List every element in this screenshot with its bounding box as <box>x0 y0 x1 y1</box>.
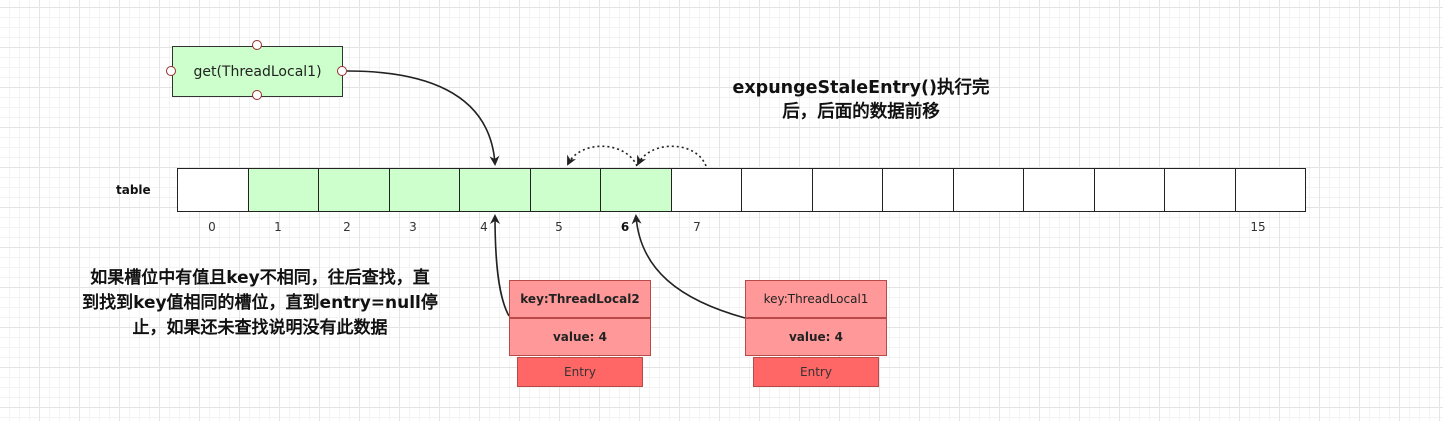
entry1-name-cell[interactable]: Entry <box>517 357 643 387</box>
get-threadlocal-node[interactable]: get(ThreadLocal1) <box>172 46 343 97</box>
lookup-note-line2: 到找到key值相同的槽位，直到entry=null停 <box>82 293 438 313</box>
handle-right[interactable] <box>337 66 347 76</box>
lookup-note-line1: 如果槽位中有值且key不相同，往后查找，直 <box>90 268 430 288</box>
handle-top[interactable] <box>252 40 262 50</box>
expunge-heading-line1: expungeStaleEntry()执行完 <box>732 78 990 98</box>
index-label-2: 2 <box>343 220 351 234</box>
index-label-1: 1 <box>274 220 282 234</box>
table-slot-11[interactable] <box>952 168 1024 212</box>
table-slot-6[interactable] <box>600 168 672 212</box>
table-slot-4[interactable] <box>459 168 531 212</box>
table-slot-0[interactable] <box>177 168 249 212</box>
index-label-4: 4 <box>480 220 488 234</box>
handle-bottom[interactable] <box>252 90 262 100</box>
arrow-entry2-to-slot-6 <box>631 214 746 319</box>
table-slot-10[interactable] <box>882 168 954 212</box>
shift-arrow-7-to-6 <box>637 145 707 167</box>
table-slot-15[interactable] <box>1234 168 1306 212</box>
handle-left[interactable] <box>166 66 176 76</box>
expunge-heading-line2: 后，后面的数据前移 <box>782 102 940 122</box>
lookup-note: 如果槽位中有值且key不相同，往后查找，直 到找到key值相同的槽位，直到ent… <box>50 266 470 341</box>
table-label: table <box>116 183 151 197</box>
entry1-key-cell[interactable]: key:ThreadLocal2 <box>509 280 651 318</box>
table-slot-5[interactable] <box>529 168 601 212</box>
shift-arrow-6-to-5 <box>567 145 638 167</box>
entry2-value-cell[interactable]: value: 4 <box>745 318 887 356</box>
lookup-note-line3: 止，如果还未查找说明没有此数据 <box>132 318 388 338</box>
index-label-15: 15 <box>1250 220 1266 234</box>
table-slot-1[interactable] <box>247 168 319 212</box>
table-slot-9[interactable] <box>811 168 883 212</box>
index-label-0: 0 <box>208 220 216 234</box>
get-threadlocal-label: get(ThreadLocal1) <box>193 63 322 80</box>
arrow-get-to-slot-4 <box>346 70 500 166</box>
table-slot-12[interactable] <box>1023 168 1095 212</box>
table-slot-14[interactable] <box>1164 168 1236 212</box>
entry2-name-cell[interactable]: Entry <box>753 357 879 387</box>
arrow-entry1-to-slot-4 <box>490 214 510 317</box>
entry2-key-cell[interactable]: key:ThreadLocal1 <box>745 280 887 318</box>
table-slot-2[interactable] <box>318 168 390 212</box>
entry1-value-cell[interactable]: value: 4 <box>509 318 651 356</box>
index-label-3: 3 <box>409 220 417 234</box>
table-slot-3[interactable] <box>388 168 460 212</box>
table-slot-13[interactable] <box>1093 168 1165 212</box>
table-slot-8[interactable] <box>741 168 813 212</box>
index-label-6: 6 <box>620 220 630 234</box>
index-label-7: 7 <box>693 220 701 234</box>
table-slot-7[interactable] <box>670 168 742 212</box>
expunge-heading: expungeStaleEntry()执行完 后，后面的数据前移 <box>716 76 1006 124</box>
index-label-5: 5 <box>555 220 563 234</box>
